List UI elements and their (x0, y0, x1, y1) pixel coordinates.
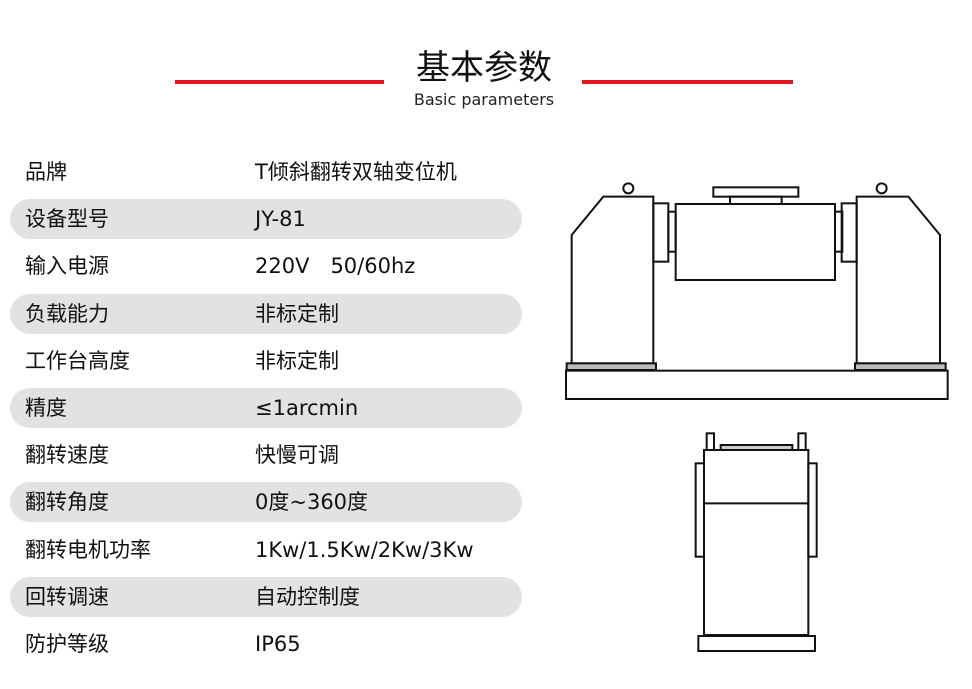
parameter-row: 品牌 T倾斜翻转双轴变位机 (10, 152, 522, 192)
parameter-label: 回转调速 (25, 584, 109, 609)
parameter-label: 设备型号 (25, 207, 109, 232)
machine-drawing (565, 182, 949, 652)
parameter-label: 防护等级 (25, 632, 109, 656)
parameter-label: 品牌 (25, 160, 67, 184)
parameter-row: 回转调速 自动控制度 (10, 576, 522, 617)
parameter-row: 翻转角度 0度~360度 (10, 482, 522, 523)
parameter-value: 非标定制 (255, 348, 339, 373)
parameter-value: 非标定制 (255, 301, 339, 326)
parameter-value: 1Kw/1.5Kw/2Kw/3Kw (255, 537, 474, 562)
parameter-value: ≤1arcmin (255, 396, 359, 420)
parameter-label: 精度 (25, 396, 67, 420)
parameter-value: 自动控制度 (255, 584, 360, 609)
parameter-value: T倾斜翻转双轴变位机 (255, 160, 457, 184)
parameter-label: 翻转速度 (25, 443, 109, 468)
parameter-row: 翻转速度 快慢可调 (10, 435, 522, 475)
parameter-value: 快慢可调 (255, 443, 339, 468)
parameter-row: 精度 ≤1arcmin (10, 388, 522, 428)
parameter-row: 设备型号 JY-81 (10, 199, 522, 240)
parameter-label: 翻转角度 (25, 490, 109, 515)
section-subtitle: Basic parameters (413, 90, 555, 109)
parameter-label: 翻转电机功率 (25, 537, 151, 562)
parameter-value: IP65 (255, 632, 301, 656)
parameter-row: 翻转电机功率 1Kw/1.5Kw/2Kw/3Kw (10, 530, 522, 570)
parameter-value: 0度~360度 (255, 490, 369, 515)
title-divider-left (175, 80, 384, 84)
parameter-row: 负载能力 非标定制 (10, 293, 522, 334)
parameter-row: 输入电源 220V 50/60hz (10, 246, 522, 286)
parameter-value: JY-81 (255, 207, 306, 232)
section-title: 基本参数 (416, 48, 552, 88)
parameter-value: 220V 50/60hz (255, 254, 416, 279)
side-view (694, 432, 818, 652)
parameter-label: 工作台高度 (25, 348, 130, 373)
front-view (565, 182, 949, 400)
parameter-label: 输入电源 (25, 254, 109, 279)
parameter-row: 防护等级 IP65 (10, 624, 522, 664)
title-divider-right (582, 80, 793, 84)
parameter-row: 工作台高度 非标定制 (10, 341, 522, 381)
parameter-label: 负载能力 (25, 301, 109, 326)
